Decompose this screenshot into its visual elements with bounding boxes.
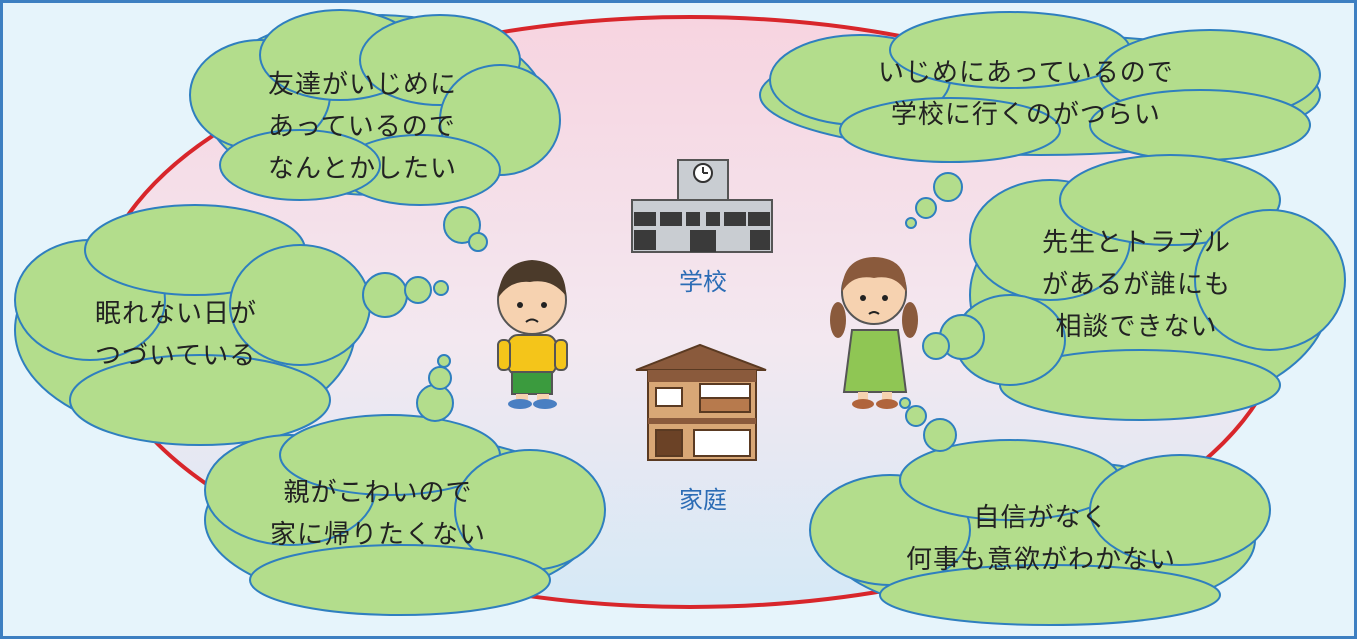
school-label: 学校 xyxy=(679,268,727,296)
bubble-line: 先生とトラブル xyxy=(1042,228,1232,258)
bubble-line: 親がこわいので xyxy=(283,478,473,508)
bubble-school-painful: いじめにあっているので 学校に行くのがつらい xyxy=(878,52,1174,136)
bubble-line: 学校に行くのがつらい xyxy=(890,100,1161,130)
cloud-school-painful xyxy=(759,11,1321,163)
bubble-line: 相談できない xyxy=(1055,312,1218,342)
house-icon xyxy=(635,343,767,461)
cloud-teacher-trouble xyxy=(954,154,1346,421)
cloud-parents-scary xyxy=(204,414,606,616)
bubble-line: 家に帰りたくない xyxy=(270,520,487,550)
bubble-line: 眠れない日が xyxy=(95,299,258,329)
bubble-line: 自信がなく xyxy=(973,503,1109,533)
bubble-teacher-trouble: 先生とトラブル があるが誰にも 相談できない xyxy=(1042,222,1231,348)
cloud-no-confidence xyxy=(809,439,1271,626)
thought-dots-left xyxy=(362,272,449,318)
bubble-line: 友達がいじめに xyxy=(268,70,458,100)
bubble-no-confidence: 自信がなく 何事も意欲がわかない xyxy=(906,497,1176,581)
thought-dots-right xyxy=(922,314,985,360)
bubble-line: なんとかしたい xyxy=(268,154,458,184)
bubble-line: があるが誰にも xyxy=(1042,270,1232,300)
bubble-friend-bullied: 友達がいじめに あっているので なんとかしたい xyxy=(268,64,457,190)
school-building-icon xyxy=(631,159,773,253)
thought-dots-bottom-right xyxy=(899,397,957,452)
thought-dots-bottom-left xyxy=(416,354,454,422)
girl-icon xyxy=(830,257,918,409)
bubble-line: あっているので xyxy=(268,112,456,142)
cloud-sleepless xyxy=(14,204,371,446)
bubble-sleepless: 眠れない日が つづいている xyxy=(95,293,257,377)
thought-dots-top-right xyxy=(905,172,963,229)
bubble-line: つづいている xyxy=(95,341,257,371)
home-label: 家庭 xyxy=(679,486,727,514)
bubble-parents-scary: 親がこわいので 家に帰りたくない xyxy=(270,472,486,556)
cloud-friend-bullied xyxy=(189,9,561,206)
boy-icon xyxy=(497,260,568,409)
thought-dots-top-left xyxy=(443,206,488,252)
bubble-line: 何事も意欲がわかない xyxy=(906,545,1177,575)
bubble-line: いじめにあっているので xyxy=(878,58,1174,88)
